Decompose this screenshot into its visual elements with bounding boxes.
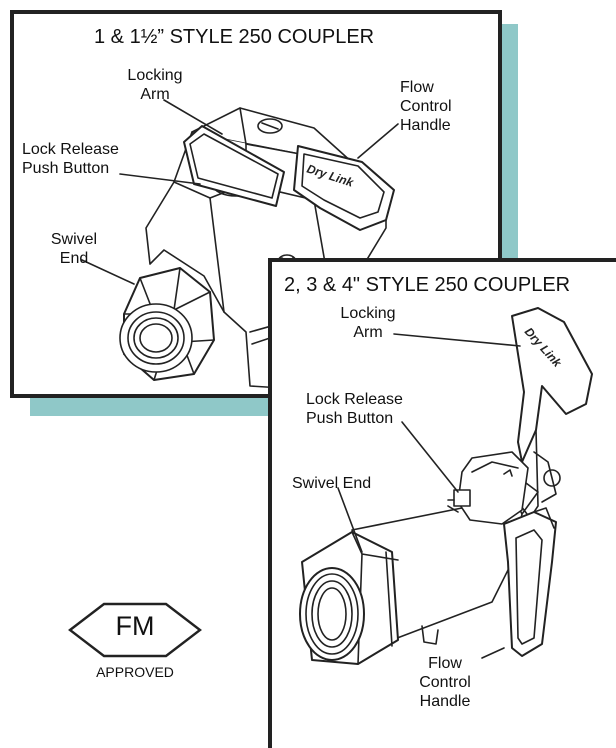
large-locking-arm-text: Locking Arm [340,305,396,341]
small-swivel-end-text: Swivel End [50,231,98,267]
small-lock-release-label: Lock Release Push Button [22,140,119,178]
large-coupler-panel: Dry Link 2, 3 & 4" STYLE 250 COUPLER Loc… [268,258,616,748]
large-flow-control-text: Flow Control Handle [419,655,471,710]
small-coupler-title: 1 & 1½” STYLE 250 COUPLER [94,26,375,48]
large-lock-release-text: Lock Release Push Button [306,391,403,427]
large-coupler-title: 2, 3 & 4" STYLE 250 COUPLER [284,274,571,296]
fm-diamond-icon [68,602,202,658]
large-locking-arm-label: Locking Arm [328,304,408,342]
fm-approved-mark: FM APPROVED [66,600,204,690]
small-flow-control-label: Flow Control Handle [400,78,452,135]
large-lock-release-label: Lock Release Push Button [306,390,403,428]
large-swivel-end-label: Swivel End [292,474,371,493]
approved-caption: APPROVED [96,664,174,680]
small-flow-control-text: Flow Control Handle [400,79,452,134]
large-swivel-end-text: Swivel End [292,475,372,492]
small-lock-release-text: Lock Release Push Button [22,141,119,177]
large-coupler-illustration: Dry Link [272,262,616,748]
small-locking-arm-text: Locking Arm [127,67,183,103]
small-locking-arm-label: Locking Arm [110,66,200,104]
large-flow-control-label: Flow Control Handle [400,654,490,711]
fm-text: FM [115,611,155,641]
small-swivel-end-label: Swivel End [44,230,104,268]
